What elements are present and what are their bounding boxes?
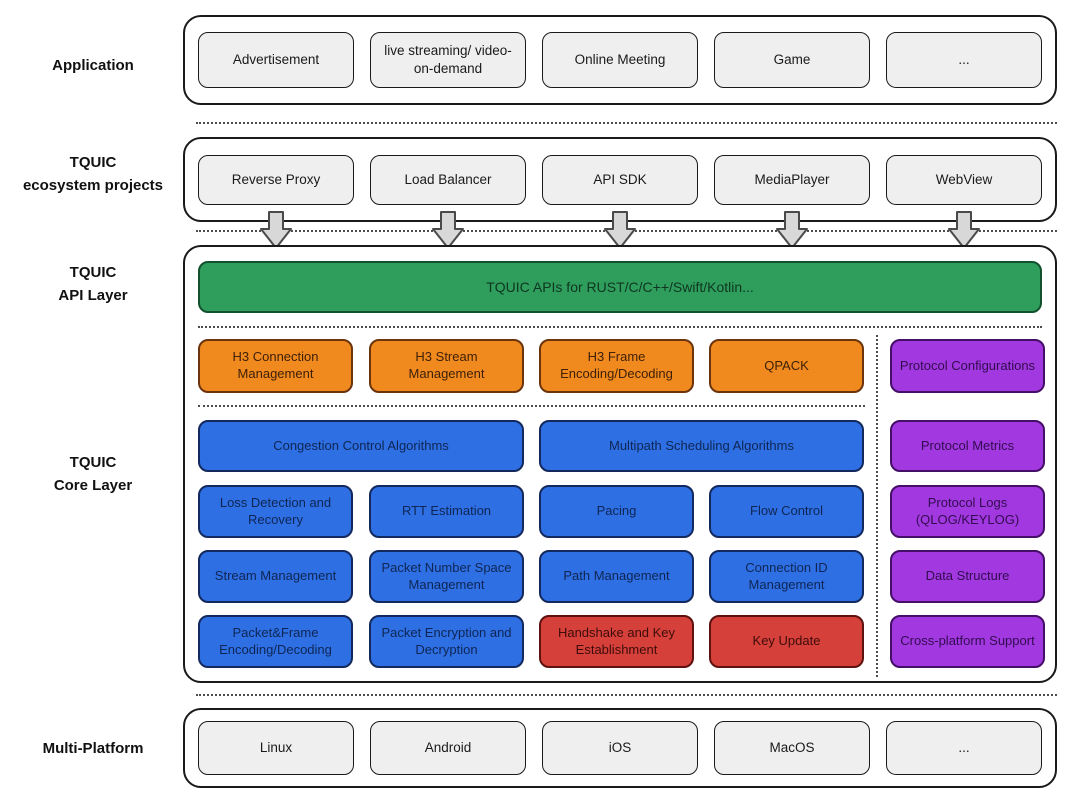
api-layer-label: TQUIC API Layer [0,261,186,307]
box-macos: MacOS [714,721,870,775]
platform-section: Linux Android iOS MacOS ... [183,708,1057,788]
box-congestion-control-algorithms: Congestion Control Algorithms [198,420,524,472]
dotted-separator [198,326,1042,328]
box-application-more: ... [886,32,1042,88]
dotted-separator [196,122,1057,124]
down-arrow-icon [948,211,980,249]
platform-layer-label: Multi-Platform [42,740,144,757]
box-advertisement: Advertisement [198,32,354,88]
down-arrow-icon [432,211,464,249]
api-bar: TQUIC APIs for RUST/C/C++/Swift/Kotlin..… [198,261,1042,313]
box-data-structure: Data Structure [890,550,1045,603]
box-multipath-scheduling-algorithms: Multipath Scheduling Algorithms [539,420,864,472]
box-path-management: Path Management [539,550,694,603]
api-layer-label-line2: API Layer [58,287,128,304]
box-protocol-configurations: Protocol Configurations [890,339,1045,393]
box-cross-platform-support: Cross-platform Support [890,615,1045,668]
core-layer-label: TQUIC Core Layer [0,451,186,497]
ecosystem-layer-label-line2: ecosystem projects [22,177,164,194]
box-packet-frame-encoding-decoding: Packet&Frame Encoding/Decoding [198,615,353,668]
box-protocol-metrics: Protocol Metrics [890,420,1045,472]
application-section: Advertisement live streaming/ video-on-d… [183,15,1057,105]
down-arrow-icon [604,211,636,249]
box-qpack: QPACK [709,339,864,393]
dotted-separator [196,694,1057,696]
box-h3-frame-encoding-decoding: H3 Frame Encoding/Decoding [539,339,694,393]
box-online-meeting: Online Meeting [542,32,698,88]
box-protocol-logs: Protocol Logs (QLOG/KEYLOG) [890,485,1045,538]
box-loss-detection-and-recovery: Loss Detection and Recovery [198,485,353,538]
box-handshake-and-key-establishment: Handshake and Key Establishment [539,615,694,668]
box-connection-id-management: Connection ID Management [709,550,864,603]
box-flow-control: Flow Control [709,485,864,538]
box-h3-stream-management: H3 Stream Management [369,339,524,393]
down-arrow-icon [776,211,808,249]
core-layer-label-line1: TQUIC [69,454,117,471]
box-webview: WebView [886,154,1042,205]
box-ios: iOS [542,721,698,775]
box-platform-more: ... [886,721,1042,775]
box-stream-management: Stream Management [198,550,353,603]
box-pacing: Pacing [539,485,694,538]
dotted-separator [198,405,865,407]
box-key-update: Key Update [709,615,864,668]
core-section: TQUIC APIs for RUST/C/C++/Swift/Kotlin..… [183,245,1057,683]
box-game: Game [714,32,870,88]
box-h3-connection-management: H3 Connection Management [198,339,353,393]
down-arrow-icon [260,211,292,249]
ecosystem-layer-label-line1: TQUIC [69,154,117,171]
box-reverse-proxy: Reverse Proxy [198,154,354,205]
box-live-streaming-vod: live streaming/ video-on-demand [370,32,526,88]
box-android: Android [370,721,526,775]
box-packet-encryption-and-decryption: Packet Encryption and Decryption [369,615,524,668]
application-layer-label: Application [52,57,134,74]
box-load-balancer: Load Balancer [370,154,526,205]
ecosystem-section: Reverse Proxy Load Balancer API SDK Medi… [183,137,1057,222]
box-mediaplayer: MediaPlayer [714,154,870,205]
api-layer-label-line1: TQUIC [69,264,117,281]
core-layer-label-line2: Core Layer [53,477,133,494]
box-linux: Linux [198,721,354,775]
dotted-divider-vertical [876,335,878,677]
box-packet-number-space-management: Packet Number Space Management [369,550,524,603]
ecosystem-layer-label: TQUIC ecosystem projects [0,151,186,197]
box-rtt-estimation: RTT Estimation [369,485,524,538]
box-api-sdk: API SDK [542,154,698,205]
